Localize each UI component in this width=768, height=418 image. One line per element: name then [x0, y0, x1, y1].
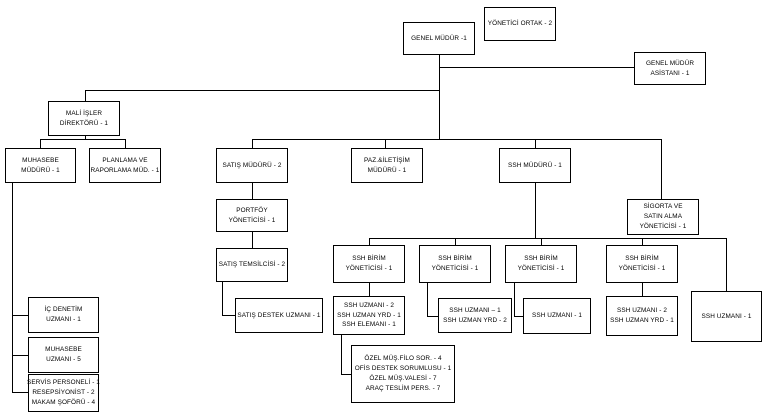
box-label-line: RAPORLAMA MÜD. - 1: [90, 166, 160, 174]
box-label-line: UZMANI - 1: [46, 316, 81, 323]
box-label-line: YÖNETİCİSİ - 1: [431, 265, 479, 272]
sales-manager-box: SATIŞ MÜDÜRÜ - 2: [216, 148, 288, 183]
box-label-line: SSH UZMANI - 1: [701, 312, 752, 320]
box-label-line: OFİS DESTEK SORUMLUSU - 1: [354, 365, 452, 373]
box-label-line: ARAÇ TESLİM PERS. - 7: [365, 384, 441, 392]
ssh-specialist-box: SSH UZMANI - 1: [691, 291, 762, 342]
gm-assistant-box: GENEL MÜDÜR ASİSTANI - 1: [634, 52, 706, 85]
ssh-unit-manager-box: SSH BİRİM YÖNETİCİSİ - 1: [606, 245, 678, 283]
box-label-line: RESEPSİYONİST - 2: [32, 389, 95, 397]
box-label-line: SSH BİRİM: [352, 255, 386, 263]
box-label-line: PLANLAMA VE: [102, 156, 148, 164]
sales-support-specialist-box: SATIŞ DESTEK UZMANI - 1: [235, 298, 323, 333]
sales-representative-box: SATIŞ TEMSİLCİSİ - 2: [216, 248, 288, 282]
box-label-line: DİREKTÖRÜ - 1: [59, 119, 109, 127]
box-label-line: SSH UZMAN YRD - 1: [337, 311, 401, 319]
box-label-line: SERVİS PERSONELİ - 1: [27, 379, 100, 387]
managing-partner-box: YÖNETİCİ ORTAK - 2: [484, 7, 556, 41]
box-label-line: SSH ELEMANI - 1: [342, 321, 396, 329]
ssh-team-box: SSH UZMANI - 1: [523, 298, 591, 334]
box-label-line: SSH UZMANI - 2: [616, 307, 668, 315]
box-label-line: SATIŞ DESTEK UZMANI - 1: [237, 311, 321, 319]
marketing-communication-manager-box: PAZ.&İLETİŞİM MÜDÜRÜ - 1: [351, 148, 423, 183]
box-label-line: SATIN ALMA: [643, 213, 683, 221]
finance-director-box: MALİ İŞLER DİREKTÖRÜ - 1: [48, 101, 120, 136]
box-label-line: SSH UZMANI - 1: [531, 312, 583, 320]
box-label-line: MALİ İŞLER: [65, 109, 103, 117]
box-label-line: MAKAM ŞOFÖRÜ - 4: [31, 398, 96, 406]
internal-audit-specialist-box: İÇ DENETİM UZMANI - 1: [28, 297, 99, 333]
box-label-line: UZMANI - 5: [46, 356, 81, 363]
box-label-line: YÖNETİCİSİ - 1: [228, 216, 276, 224]
box-label-line: SATIŞ TEMSİLCİSİ - 2: [218, 261, 286, 269]
box-label-line: YÖNETİCİSİ - 1: [618, 265, 666, 272]
planning-reporting-manager-box: PLANLAMA VE RAPORLAMA MÜD. - 1: [89, 148, 161, 183]
box-label-line: SSH BİRİM: [625, 255, 659, 263]
box-label-line: YÖNETİCİSİ - 1: [639, 222, 687, 230]
box-label-line: YÖNETİCİ ORTAK - 2: [487, 20, 553, 28]
ssh-team-box: SSH UZMANI - 2 SSH UZMAN YRD - 1: [606, 296, 678, 336]
box-label-line: MUHASEBE: [45, 346, 82, 354]
box-label-line: SSH BİRİM: [438, 255, 472, 263]
box-label-line: MÜDÜRÜ - 1: [367, 166, 407, 174]
ssh-unit-manager-box: SSH BİRİM YÖNETİCİSİ - 1: [419, 245, 491, 283]
ssh-unit-manager-box: SSH BİRİM YÖNETİCİSİ - 1: [333, 245, 405, 283]
ssh-manager-box: SSH MÜDÜRÜ - 1: [499, 148, 571, 183]
box-label-line: MUHASEBE: [22, 156, 59, 164]
box-label-line: SATIŞ MÜDÜRÜ - 2: [222, 161, 282, 169]
box-label-line: SSH UZMANI - 2: [343, 301, 395, 309]
box-label-line: MÜDÜRÜ - 1: [21, 166, 60, 174]
box-label-line: YÖNETİCİSİ - 1: [517, 265, 565, 272]
box-label-line: ÖZEL MÜŞ.FİLO SOR. - 4: [364, 355, 442, 363]
general-manager-box: GENEL MÜDÜR -1: [403, 22, 475, 55]
box-label-line: YÖNETİCİSİ - 1: [345, 265, 393, 272]
box-label-line: SSH UZMANI – 1: [449, 306, 501, 314]
accounting-specialist-box: MUHASEBE UZMANI - 5: [28, 337, 99, 373]
ssh-team-box: SSH UZMANI - 2 SSH UZMAN YRD - 1 SSH ELEMA…: [333, 296, 405, 335]
box-label-line: SSH MÜDÜRÜ - 1: [508, 161, 562, 169]
box-label-line: SSH BİRİM: [524, 255, 558, 263]
ssh-team-box: SSH UZMANI – 1 SSH UZMAN YRD - 2: [438, 298, 512, 333]
box-label-line: PAZ.&İLETİŞİM: [364, 156, 410, 164]
ssh-unit-manager-box: SSH BİRİM YÖNETİCİSİ - 1: [505, 245, 577, 283]
accounting-manager-box: MUHASEBE MÜDÜRÜ - 1: [5, 148, 76, 183]
box-label-line: GENEL MÜDÜR -1: [411, 34, 467, 42]
box-label-line: SİGORTA VE: [643, 203, 683, 211]
box-label-line: ASİSTANI - 1: [650, 69, 690, 77]
special-customer-team-box: ÖZEL MÜŞ.FİLO SOR. - 4 OFİS DESTEK SORUML…: [351, 345, 455, 403]
portfolio-manager-box: PORTFÖY YÖNETİCİSİ - 1: [216, 199, 288, 232]
box-label-line: SSH UZMAN YRD - 1: [610, 317, 674, 324]
box-label-line: ÖZEL MÜŞ.VALESİ - 7: [369, 375, 437, 382]
box-label-line: İÇ DENETİM: [44, 306, 83, 314]
box-label-line: GENEL MÜDÜR: [645, 59, 695, 67]
box-label-line: PORTFÖY: [236, 206, 268, 214]
box-label-line: SSH UZMAN YRD - 2: [443, 316, 507, 324]
